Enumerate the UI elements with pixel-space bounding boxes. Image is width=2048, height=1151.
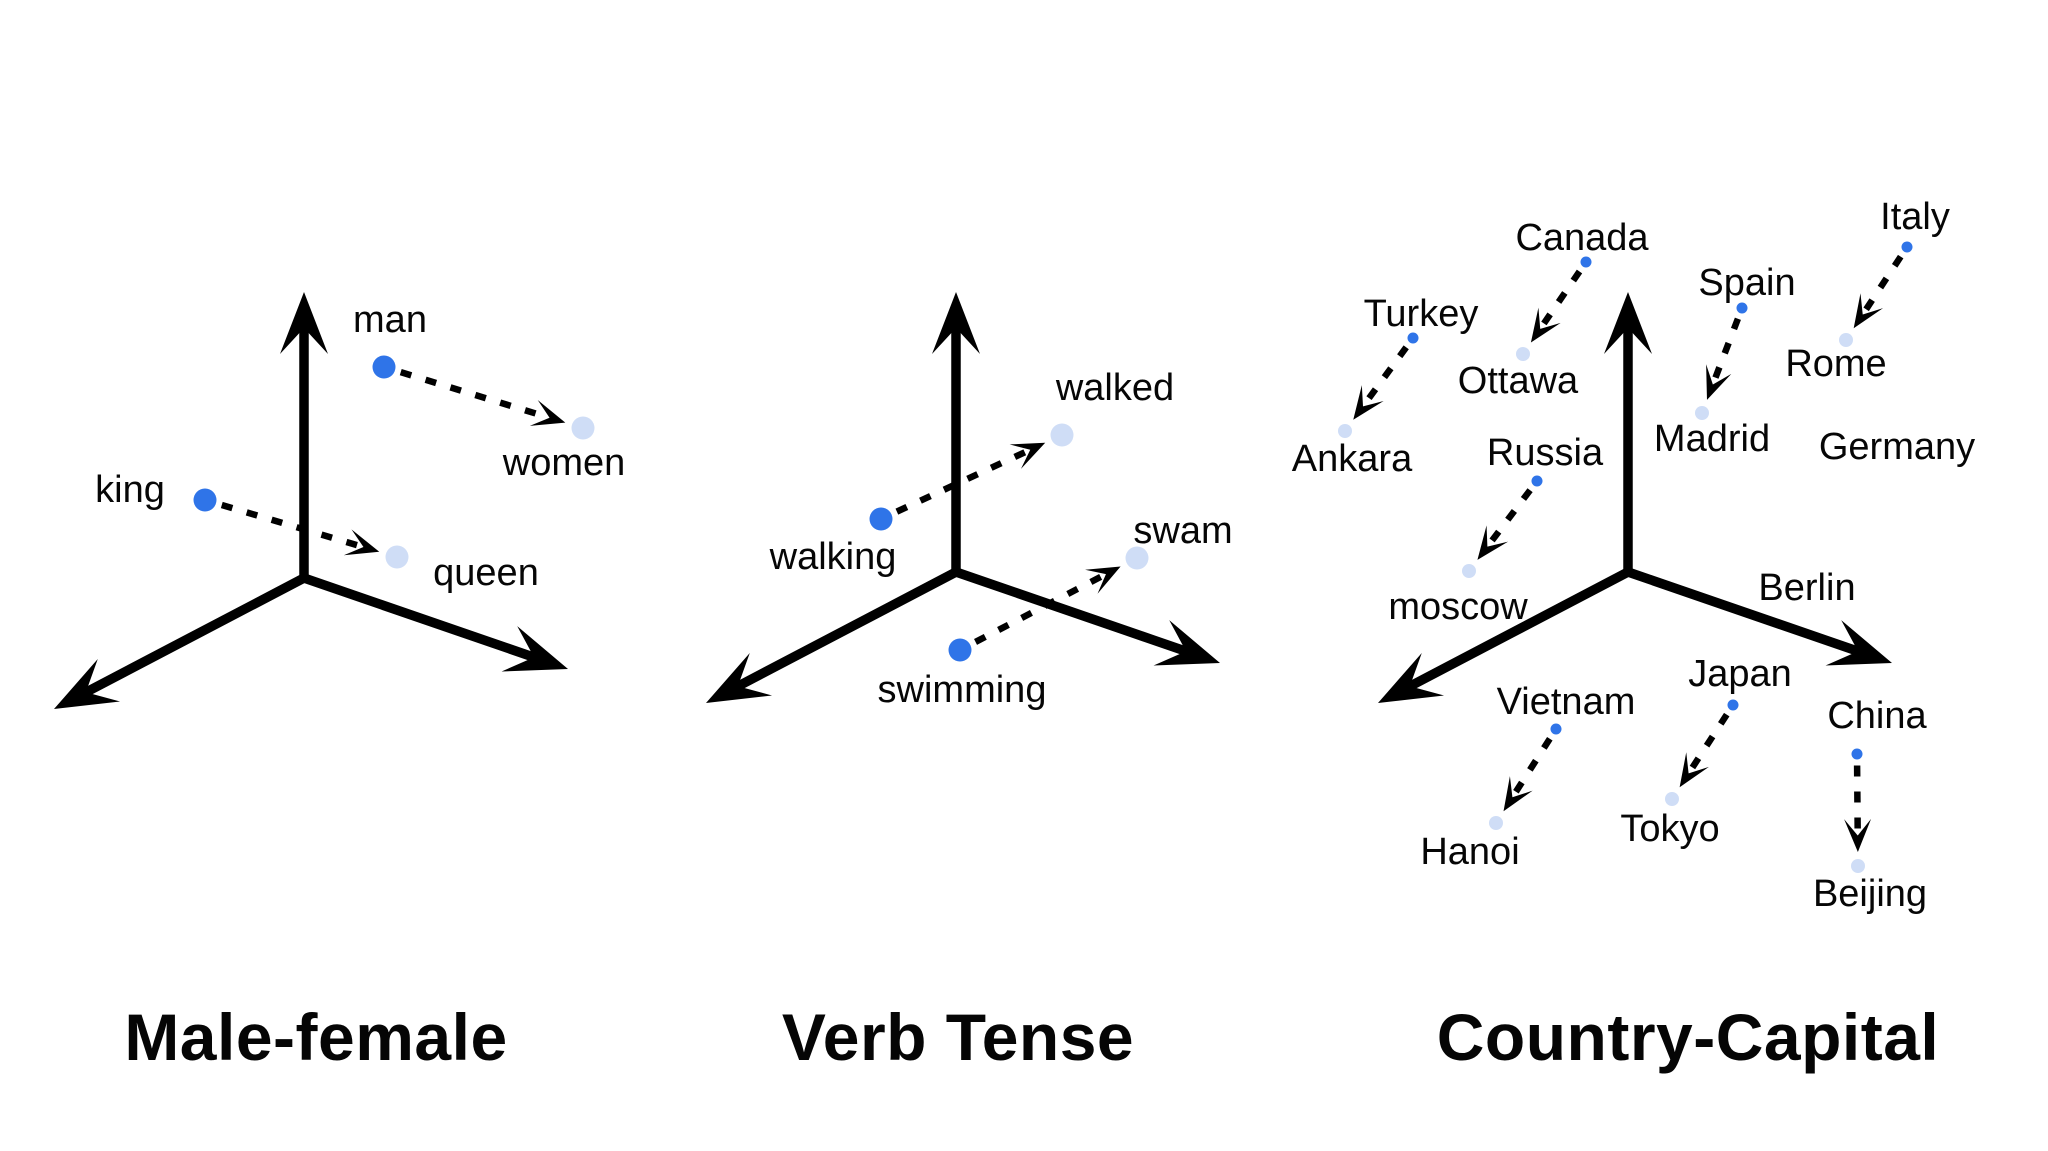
label-walking: walking — [769, 536, 897, 578]
dot-moscow — [1462, 564, 1476, 578]
dot-Hanoi — [1489, 816, 1503, 830]
label-moscow: moscow — [1388, 586, 1528, 628]
diagram-country-capital-right-axis — [1626, 567, 1862, 657]
label-man: man — [353, 299, 427, 341]
diagram-country-capital-left-axis — [1405, 567, 1631, 692]
dot-man — [372, 355, 396, 379]
caption-country-capital: Country-Capital — [1437, 1000, 1940, 1074]
diagram-male-female-up-axis-arrowhead-icon — [280, 292, 328, 354]
dot-Ankara — [1338, 424, 1352, 438]
arrowhead-king-to-queen-icon — [343, 529, 380, 556]
dot-queen — [385, 545, 409, 569]
diagram-male-female-right-axis — [302, 573, 538, 663]
caption-verb-tense: Verb Tense — [782, 1000, 1134, 1074]
arrow-Italy-to-Rome — [1861, 254, 1904, 314]
dot-Italy — [1901, 241, 1913, 253]
diagram-country-capital-up-axis-arrowhead-icon — [1604, 292, 1652, 354]
label-Berlin: Berlin — [1758, 567, 1855, 609]
diagram-verb-tense-right-axis-arrowhead-icon — [1153, 620, 1220, 666]
label-women: women — [502, 442, 626, 484]
arrowhead-China-to-Beijing-icon — [1844, 818, 1872, 853]
diagram-male-female-right-axis-arrowhead-icon — [501, 626, 568, 672]
label-Beijing: Beijing — [1813, 873, 1927, 915]
dot-Beijing — [1851, 859, 1865, 873]
label-Madrid: Madrid — [1654, 418, 1770, 460]
arrowhead-Russia-to-moscow-icon — [1477, 525, 1509, 560]
diagram-verb-tense-left-axis — [733, 567, 959, 692]
arrow-Vietnam-to-Hanoi — [1511, 736, 1553, 797]
dot-Russia — [1531, 475, 1543, 487]
diagram-male-female-left-axis-arrowhead-icon — [54, 658, 121, 709]
dot-women — [571, 416, 595, 440]
arrowhead-Italy-to-Rome-icon — [1853, 293, 1884, 329]
diagram-verb-tense-up-axis-arrowhead-icon — [932, 292, 980, 354]
diagram-country-capital-right-axis-arrowhead-icon — [1825, 620, 1892, 666]
arrow-Canada-to-Ottawa — [1539, 269, 1583, 328]
diagram-verb-tense-right-axis — [954, 567, 1190, 657]
diagram-country-capital-left-axis-arrowhead-icon — [1378, 652, 1445, 703]
dot-king — [193, 488, 217, 512]
arrow-Russia-to-moscow — [1486, 488, 1533, 546]
arrowhead-walking-to-walked-icon — [1009, 442, 1046, 469]
arrow-Spain-to-Madrid — [1710, 317, 1741, 383]
arrowhead-Vietnam-to-Hanoi-icon — [1503, 776, 1533, 812]
label-swimming: swimming — [878, 669, 1047, 711]
label-swam: swam — [1133, 510, 1232, 552]
label-Germany: Germany — [1819, 426, 1975, 468]
dot-Canada — [1580, 256, 1592, 268]
dot-China — [1851, 748, 1863, 760]
label-Turkey: Turkey — [1364, 293, 1479, 335]
label-Canada: Canada — [1515, 217, 1649, 259]
dot-Turkey — [1407, 332, 1419, 344]
dot-swam — [1125, 546, 1149, 570]
dot-Madrid — [1695, 406, 1709, 420]
arrow-Japan-to-Tokyo — [1687, 712, 1730, 773]
arrowhead-Turkey-to-Ankara-icon — [1353, 385, 1384, 420]
dot-walked — [1050, 423, 1074, 447]
caption-male-female: Male-female — [124, 1000, 507, 1074]
label-Vietnam: Vietnam — [1497, 681, 1636, 723]
diagram-verb-tense-left-axis-arrowhead-icon — [706, 652, 773, 703]
dot-Ottawa — [1516, 347, 1530, 361]
diagram-male-female-left-axis — [81, 573, 307, 698]
arrowhead-Japan-to-Tokyo-icon — [1679, 752, 1709, 788]
arrow-man-to-women — [399, 369, 548, 420]
label-Hanoi: Hanoi — [1420, 831, 1519, 873]
arrow-Turkey-to-Ankara — [1362, 345, 1409, 406]
dot-Tokyo — [1665, 792, 1679, 806]
dot-Rome — [1839, 333, 1853, 347]
label-Japan: Japan — [1688, 653, 1792, 695]
label-Tokyo: Tokyo — [1620, 808, 1719, 850]
arrow-walking-to-walked — [895, 448, 1029, 515]
label-king: king — [95, 469, 165, 511]
arrow-China-to-Beijing — [1853, 765, 1861, 833]
label-Italy: Italy — [1880, 196, 1950, 238]
arrowhead-Spain-to-Madrid-icon — [1706, 364, 1732, 400]
label-Ottawa: Ottawa — [1458, 360, 1579, 402]
arrowhead-swimming-to-swam-icon — [1085, 566, 1121, 594]
label-Rome: Rome — [1785, 343, 1886, 385]
label-walked: walked — [1055, 367, 1174, 409]
label-China: China — [1827, 695, 1927, 737]
arrowhead-Canada-to-Ottawa-icon — [1530, 307, 1561, 343]
arrowhead-man-to-women-icon — [529, 399, 566, 426]
label-Russia: Russia — [1487, 432, 1604, 474]
label-queen: queen — [433, 552, 539, 594]
dot-walking — [869, 507, 893, 531]
arrow-king-to-queen — [220, 501, 362, 550]
label-Ankara: Ankara — [1292, 438, 1413, 480]
label-Spain: Spain — [1698, 262, 1795, 304]
dot-Spain — [1736, 302, 1748, 314]
dot-Vietnam — [1550, 723, 1562, 735]
dot-swimming — [948, 638, 972, 662]
dot-Japan — [1727, 699, 1739, 711]
